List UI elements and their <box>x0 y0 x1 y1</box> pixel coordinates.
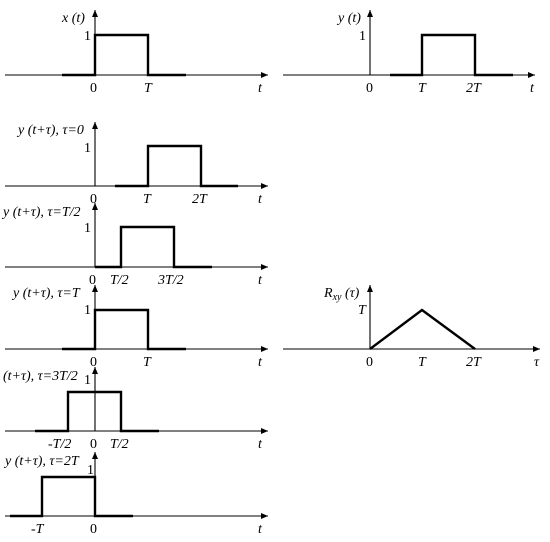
s4-tick-minus-t: -T <box>31 522 45 537</box>
r-triangle <box>369 308 476 350</box>
r-axis-label: τ <box>534 355 540 370</box>
x-title: x (t) <box>61 11 85 26</box>
y-pulse <box>390 33 513 77</box>
s3-tick-half: T/2 <box>110 437 129 452</box>
s0-title: y (t+τ), τ=0 <box>16 123 84 138</box>
s0-tick-2t: 2T <box>192 192 208 207</box>
r-tick-t: T <box>418 355 427 370</box>
plot-correlation: Rxy (τ) T 0 T 2T τ <box>283 285 540 370</box>
y-tick-2t: 2T <box>466 81 482 96</box>
s3-title: (t+τ), τ=3T/2 <box>3 369 78 384</box>
s3-tick-minus-half: -T/2 <box>48 437 71 452</box>
plot-shift-0: y (t+τ), τ=0 1 0 T 2T t <box>5 122 268 207</box>
plot-shift-3half: (t+τ), τ=3T/2 1 -T/2 0 T/2 t <box>3 367 268 452</box>
r-tick-2t: 2T <box>466 355 482 370</box>
s1-axis-label: t <box>258 273 263 288</box>
s4-axis-label: t <box>258 522 263 537</box>
plot-shift-half: y (t+τ), τ=T/2 1 0 T/2 3T/2 t <box>1 203 268 288</box>
y-tick-0: 0 <box>366 81 373 96</box>
s0-tick-t: T <box>143 192 152 207</box>
s4-tick-0: 0 <box>90 522 97 537</box>
s3-amp-label: 1 <box>84 373 91 388</box>
y-axis-label: t <box>530 81 535 96</box>
y-amp-label: 1 <box>359 29 366 44</box>
r-amp-label: T <box>358 303 367 318</box>
s4-title: y (t+τ), τ=2T <box>3 454 80 469</box>
s3-pulse <box>35 390 159 433</box>
s1-tick-0: 0 <box>89 273 96 288</box>
s4-pulse <box>10 475 133 518</box>
plot-shift-t: y (t+τ), τ=T 1 0 T t <box>5 285 268 370</box>
x-axis-label: t <box>258 81 263 96</box>
plot-shift-2t: y (t+τ), τ=2T 1 -T 0 t <box>3 452 268 537</box>
plot-x: x (t) 1 0 T t <box>5 10 268 96</box>
s3-axis-label: t <box>258 437 263 452</box>
s1-tick-3half: 3T/2 <box>157 273 184 288</box>
s3-tick-0: 0 <box>90 437 97 452</box>
s2-title: y (t+τ), τ=T <box>11 286 81 301</box>
s0-tick-0: 0 <box>90 192 97 207</box>
s0-pulse <box>115 144 238 188</box>
s0-axis-label: t <box>258 192 263 207</box>
s1-pulse <box>95 225 212 269</box>
s1-title: y (t+τ), τ=T/2 <box>1 205 81 220</box>
r-tick-0: 0 <box>366 355 373 370</box>
r-title: Rxy (τ) <box>323 286 360 303</box>
s1-tick-half: T/2 <box>110 273 129 288</box>
x-pulse <box>62 33 186 77</box>
s1-amp-label: 1 <box>84 221 91 236</box>
s2-tick-t: T <box>143 355 152 370</box>
x-amp-label: 1 <box>84 29 91 44</box>
s4-amp-label: 1 <box>87 463 94 478</box>
s2-tick-0: 0 <box>90 355 97 370</box>
y-title: y (t) <box>336 11 361 26</box>
y-tick-t: T <box>418 81 427 96</box>
s2-axis-label: t <box>258 355 263 370</box>
s2-amp-label: 1 <box>84 303 91 318</box>
s2-pulse <box>62 308 186 351</box>
x-tick-t: T <box>144 81 153 96</box>
plot-y: y (t) 1 0 T 2T t <box>283 10 535 96</box>
s0-amp-label: 1 <box>84 141 91 156</box>
x-tick-0: 0 <box>90 81 97 96</box>
